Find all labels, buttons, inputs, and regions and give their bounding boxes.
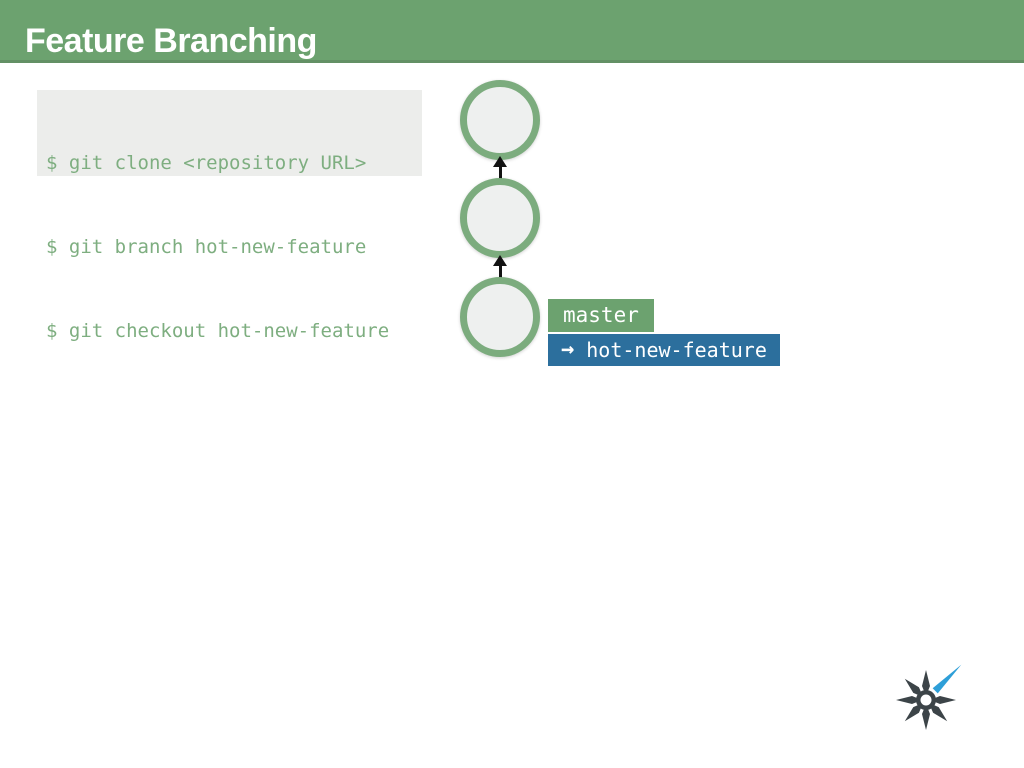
slide-title: Feature Branching <box>25 22 317 60</box>
starburst-logo-icon <box>896 664 962 730</box>
current-branch-arrow-icon: → <box>561 337 575 362</box>
branch-label-text: hot-new-feature <box>586 338 767 362</box>
commit-edge-arrow-up-icon <box>493 255 507 281</box>
branch-label-hot-new-feature: → hot-new-feature <box>548 334 780 366</box>
commit-node <box>460 178 540 258</box>
code-line: $ git clone <repository URL> <box>46 152 367 174</box>
commit-node <box>460 80 540 160</box>
commit-edge-arrow-up-icon <box>493 156 507 182</box>
code-line: $ git checkout hot-new-feature <box>46 320 390 342</box>
code-block: $ git clone <repository URL> $ git branc… <box>37 90 422 342</box>
branch-label-master: master <box>548 299 654 332</box>
code-line: $ git branch hot-new-feature <box>46 236 367 258</box>
header-bar: Feature Branching <box>0 0 1024 63</box>
commit-node <box>460 277 540 357</box>
